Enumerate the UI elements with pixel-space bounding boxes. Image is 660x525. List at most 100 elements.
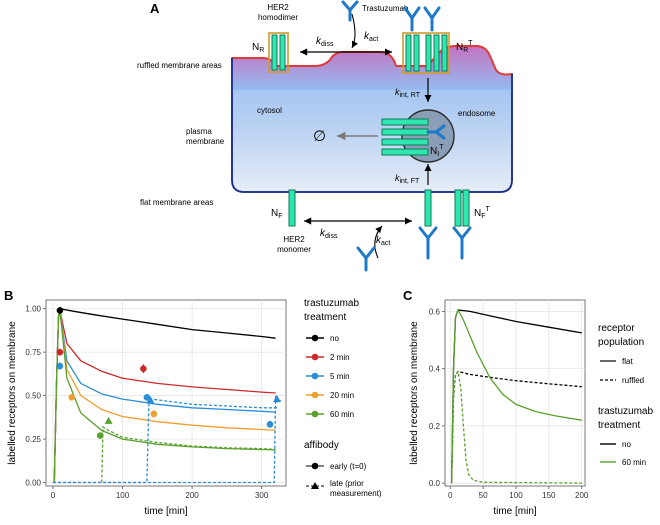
plot-b-xlabel: time [min]: [144, 506, 188, 517]
b-data-point: [96, 432, 104, 439]
legend-b-item: 5 min: [306, 372, 350, 381]
homodimer-label-1: HER2: [267, 3, 289, 12]
kact-bottom-label: kact: [376, 235, 390, 247]
b-x-tick-label: 200: [185, 491, 199, 500]
ruffled-areas-label: ruffled membrane areas: [137, 61, 222, 70]
legend-b-swatch-dot: [311, 353, 319, 361]
legend-b-item-label: no: [330, 334, 339, 343]
b-x-tick-label: 100: [116, 491, 130, 500]
legend-b-affibody-title: affibody: [304, 440, 339, 451]
b-x-tick-label: 0: [51, 491, 56, 500]
c-x-tick-label: 200: [575, 491, 589, 500]
plot-b-ylabel: labelled receptors on membrane: [7, 321, 18, 465]
plasma-membrane-label-2: membrane: [186, 137, 225, 146]
legend-b-swatch-dot: [311, 410, 319, 418]
kdiss-top-label: kdiss: [316, 36, 334, 48]
b-series-line: [53, 396, 277, 484]
her2-dimer-antibody-bound-ruffled: [402, 32, 450, 74]
c-y-tick-label: 0.6: [429, 307, 441, 316]
legend-c: receptor population flat ruffled trastuz…: [598, 323, 653, 467]
b-data-point: [104, 416, 113, 424]
legend-c-treat-title-1: trastuzumab: [598, 406, 653, 417]
c-x-tick-label: 150: [542, 491, 556, 500]
bound-antibody-icons-bottom: [418, 226, 472, 260]
legend-b-item-label: 2 min: [330, 353, 350, 362]
trastuzumab-antibody-icon: [341, 0, 359, 22]
kact-top-label: kact: [364, 31, 378, 43]
legend-b-swatch-dot: [311, 372, 319, 380]
b-y-tick-label: 0.50: [25, 392, 41, 401]
legend-b-affibody-late: late (prior measurement): [306, 479, 382, 498]
plasma-membrane-label-1: plasma: [186, 127, 212, 136]
b-data-point: [68, 394, 76, 401]
kint-ft-label: kint, FT: [395, 173, 420, 185]
kact-top-curve: [351, 13, 358, 49]
panel-a-schematic: A HER2 homodimer NR kdiss kact: [137, 0, 513, 272]
plot-c-series: [450, 308, 582, 484]
plot-b-x-ticks: 0 100 200 300: [51, 486, 269, 500]
b-data-point: [146, 395, 155, 403]
legend-b-swatch-dot: [311, 391, 319, 399]
ruffled-membrane-outline: [232, 45, 513, 76]
b-y-tick-label: 1.00: [25, 305, 41, 314]
c-y-tick-label: 0.2: [429, 422, 441, 431]
b-y-tick-label: 0.25: [25, 435, 41, 444]
homodimer-label-2: homodimer: [258, 13, 298, 22]
plot-b-background: [45, 299, 287, 487]
legend-c-no-label: no: [622, 440, 631, 449]
internalised-complexes: [381, 118, 446, 156]
b-data-point: [143, 394, 151, 401]
legend-b-item: 60 min: [306, 410, 354, 419]
legend-b-item-label: 20 min: [330, 391, 354, 400]
legend-c-ruffled-label: ruffled: [622, 376, 644, 385]
legend-c-treat-title-2: treatment: [598, 420, 640, 431]
species-nr: NR: [252, 42, 264, 54]
legend-b-affibody-early: early (t=0): [306, 462, 367, 471]
legend-b-item-label: 60 min: [330, 410, 354, 419]
species-nit: NIT: [430, 144, 444, 158]
legend-b-late-label-1: late (prior: [330, 479, 364, 488]
b-data-point: [266, 420, 274, 428]
c-x-tick-label: 100: [509, 491, 523, 500]
c-y-tick-label: 0.4: [429, 365, 441, 374]
kint-rt-label: kint, RT: [395, 87, 421, 99]
legend-b-items: no 2 min 5 min 20 min 60 min: [306, 334, 354, 419]
kact-bottom-curve: [374, 225, 383, 259]
b-x-tick-label: 300: [255, 491, 269, 500]
b-data-point: [272, 395, 281, 403]
b-y-tick-label: 0.00: [25, 479, 41, 488]
legend-b-title-1: trastuzumab: [304, 298, 359, 309]
degradation-symbol: ∅: [313, 128, 326, 145]
c-y-tick-label: 0.0: [429, 479, 441, 488]
c-x-tick-label: 50: [479, 491, 488, 500]
plot-c-x-ticks: 0 50 100 150 200: [448, 486, 589, 500]
legend-c-flat-label: flat: [622, 357, 633, 366]
plot-c-xlabel: time [min]: [493, 506, 537, 517]
legend-c-pop-title-2: population: [598, 337, 644, 348]
b-data-point: [150, 410, 158, 418]
plot-b-series: [53, 307, 282, 484]
monomer-label-2: monomer: [277, 245, 311, 254]
plot-c-y-ticks: 0.0 0.2 0.4 0.6: [429, 307, 445, 488]
c-x-tick-label: 0: [448, 491, 453, 500]
legend-b-item: 20 min: [306, 391, 354, 400]
b-series-line: [101, 425, 276, 483]
legend-b-early-label: early (t=0): [330, 462, 367, 471]
plot-b-points: [56, 306, 281, 439]
species-nf: NF: [271, 208, 283, 220]
her2-monomer: [288, 189, 296, 227]
legend-b-item: no: [306, 334, 339, 343]
monomer-label-1: HER2: [283, 235, 305, 244]
her2-homodimer: [268, 32, 289, 73]
kdiss-bottom-label: kdiss: [320, 228, 338, 240]
b-series-line: [53, 393, 282, 484]
panel-c-label: C: [403, 288, 413, 303]
flat-areas-label: flat membrane areas: [140, 198, 213, 207]
panel-b-label: B: [4, 288, 13, 303]
trastuzumab-label: Trastuzumab: [362, 4, 409, 13]
c-series-line: [450, 308, 582, 484]
b-series-line: [53, 310, 276, 483]
